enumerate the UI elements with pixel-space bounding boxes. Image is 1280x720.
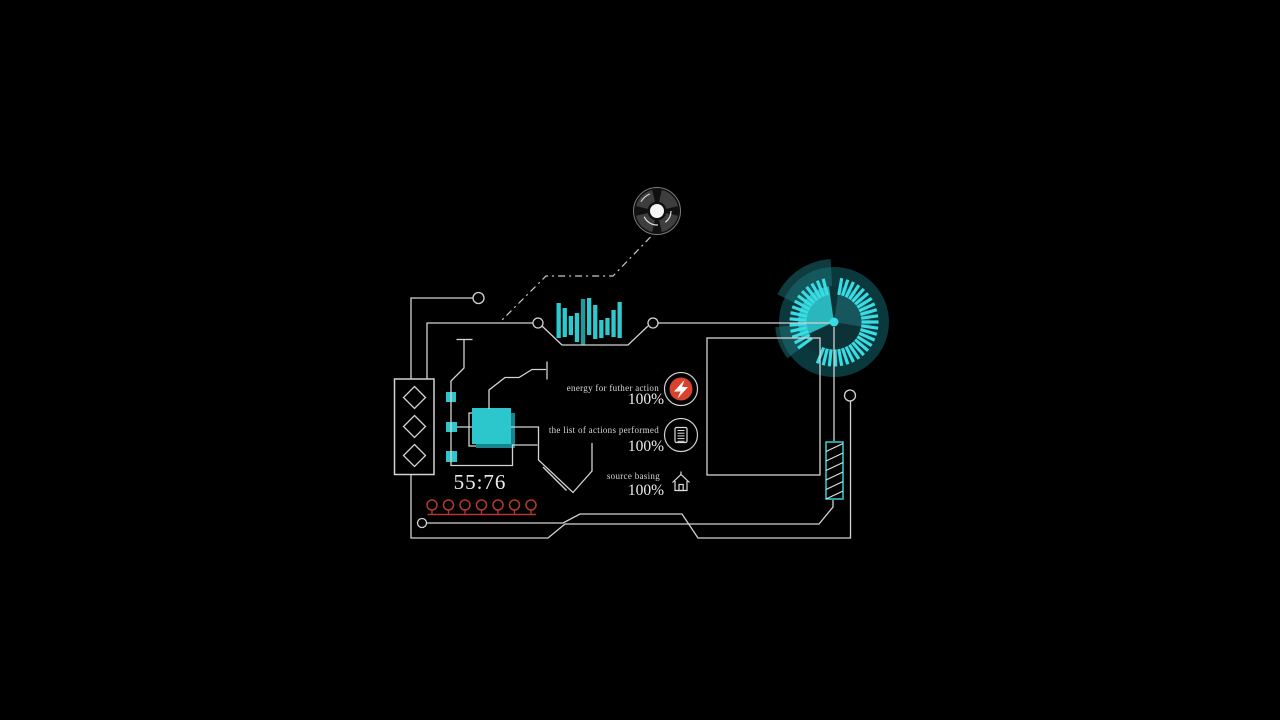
bar-chart xyxy=(556,298,622,345)
left-panel xyxy=(393,378,435,476)
stat-icons xyxy=(663,371,699,492)
stat-label-energy: energy for futher action xyxy=(566,383,659,393)
dashed-connector xyxy=(500,236,651,322)
stat-value-source: 100% xyxy=(627,482,664,499)
gauge-center-node xyxy=(829,317,839,327)
document-icon xyxy=(663,417,699,453)
diamond-icon xyxy=(402,414,427,439)
diamond-icon xyxy=(402,385,427,410)
time-display: 55:76 xyxy=(453,470,507,494)
stat-value-energy: 100% xyxy=(627,391,664,408)
stat-label-actions: the list of actions performed xyxy=(548,425,659,435)
stat-label-source: source basing xyxy=(606,471,660,481)
hatched-meter xyxy=(825,441,844,500)
lightning-icon xyxy=(663,371,699,407)
outline-panel-rect xyxy=(706,337,821,476)
radial-gauge xyxy=(775,259,889,377)
house-icon xyxy=(672,471,690,492)
stat-value-actions: 100% xyxy=(627,438,664,455)
circuit-nodes xyxy=(416,291,857,529)
diamond-icon xyxy=(402,443,427,468)
reticle-icon xyxy=(633,187,681,235)
red-indicator-dots xyxy=(426,499,537,516)
circuit-lines xyxy=(410,236,852,539)
